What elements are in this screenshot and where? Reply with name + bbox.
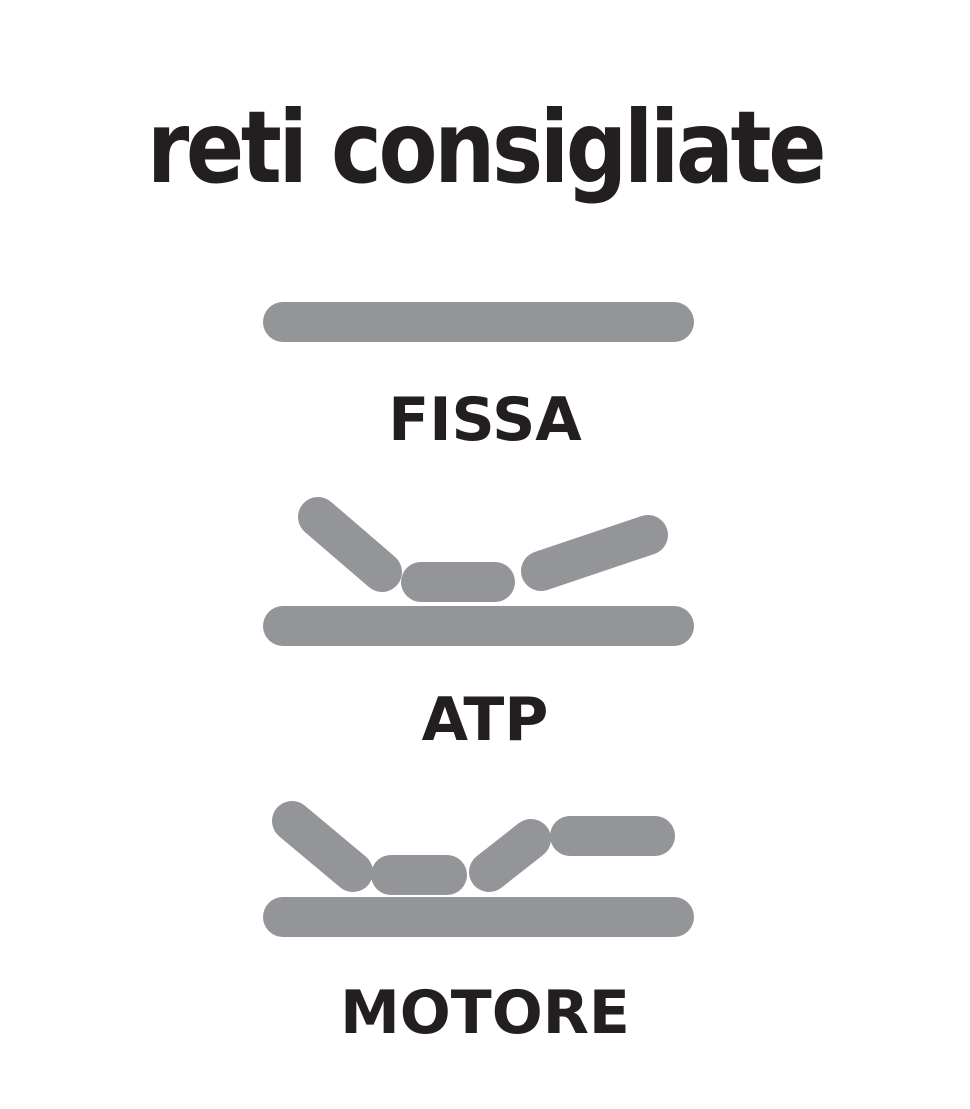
- atp-head-section: [298, 497, 402, 592]
- atp-diagram: [263, 497, 694, 646]
- motore-knee-section: [469, 819, 551, 892]
- option-label-motore: MOTORE: [340, 978, 630, 1048]
- motore-head-section: [272, 801, 373, 892]
- option-label-fissa: FISSA: [388, 385, 582, 455]
- motore-diagram: [263, 801, 694, 937]
- atp-foot-section: [521, 515, 668, 591]
- page-title: reti consigliate: [146, 89, 827, 206]
- option-label-atp: ATP: [421, 685, 549, 755]
